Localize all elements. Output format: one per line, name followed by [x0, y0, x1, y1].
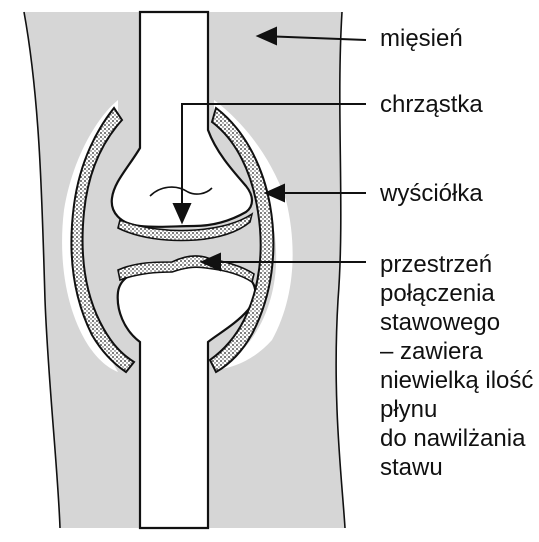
- label-joint-space-line: – zawiera: [380, 337, 533, 366]
- label-joint-space-line: do nawilżania: [380, 424, 533, 453]
- label-joint-space-line: płynu: [380, 395, 533, 424]
- label-joint-space-line: niewielką ilość: [380, 366, 533, 395]
- label-joint-space-line: stawowego: [380, 308, 533, 337]
- label-joint-space-line: połączenia: [380, 279, 533, 308]
- label-joint-space-line: stawu: [380, 453, 533, 482]
- label-joint-space: przestrzeń połączenia stawowego – zawier…: [380, 250, 533, 482]
- label-lining: wyściółka: [380, 179, 483, 208]
- label-muscle: mięsień: [380, 24, 463, 53]
- label-cartilage: chrząstka: [380, 90, 483, 119]
- label-joint-space-line: przestrzeń: [380, 250, 533, 279]
